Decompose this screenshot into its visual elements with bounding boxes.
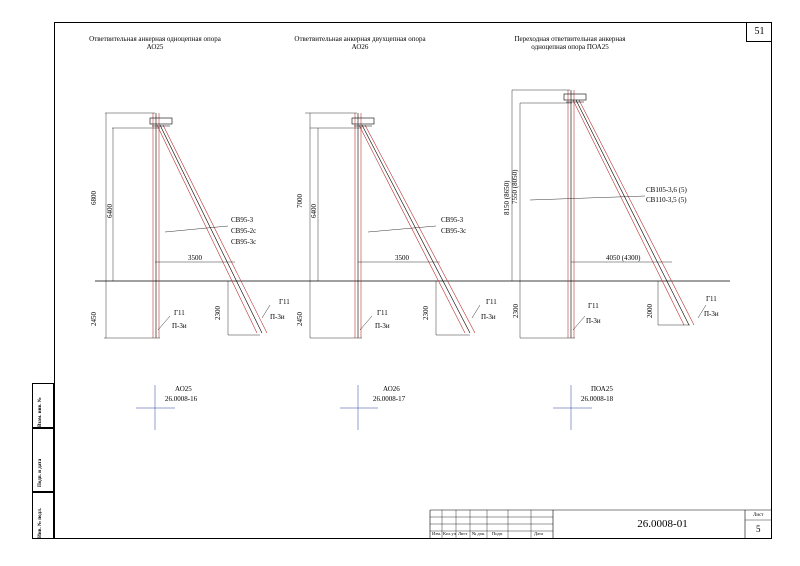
pole-1-code-name: АО25	[175, 385, 192, 393]
title-block-header: Лист	[458, 531, 468, 536]
pole-3-height: 8150 (8650)	[503, 180, 511, 215]
pole-2-sub-height: 6400	[310, 204, 318, 218]
side-stamp-box-3: Инв. № подл.	[32, 492, 54, 539]
drawing-frame	[54, 22, 772, 539]
pole-1-span: 3500	[188, 254, 202, 262]
pole-3-code-name: ПОА25	[591, 385, 613, 393]
side-stamp-box-1: Взам. инв. №	[32, 383, 54, 428]
pole-2-g-left: Г11	[377, 309, 388, 317]
title-block-header: Изм.	[432, 531, 441, 536]
pole-2-depth-left: 2450	[296, 312, 304, 326]
pole-1-sub-height: 6400	[106, 204, 114, 218]
title-block-grid	[429, 509, 772, 539]
pole-3-depth-right: 2000	[646, 304, 654, 318]
title-block-header: Дата	[534, 531, 543, 536]
pole-1-height: 6800	[90, 191, 98, 205]
pole-2-spec-1: СВ95-3	[441, 216, 464, 224]
document-code: 26.0008-01	[637, 518, 688, 530]
code-crosshairs	[136, 385, 592, 430]
side-stamp-box-2: Подп. и дата	[32, 428, 54, 492]
pole-2-spec-2: СВ95-3с	[441, 227, 467, 235]
title-block-header: № док.	[472, 531, 486, 536]
pole-3-p-left: П-3и	[586, 317, 601, 325]
pole-2-depth-right: 2300	[422, 306, 430, 320]
pole-3-span: 4050 (4300)	[606, 254, 641, 262]
pole-1-drawing	[95, 112, 520, 339]
title-block-header: Подп.	[492, 531, 504, 536]
pole-2-title: Ответвительная анкерная двухцепная опора…	[294, 35, 426, 51]
pole-1-depth-right: 2300	[214, 306, 222, 320]
pole-2-span: 3500	[395, 254, 409, 262]
pole-3-code-num: 26.0008-18	[581, 395, 614, 403]
pole-3-g-right: Г11	[706, 295, 717, 303]
pole-1-g-left: Г11	[174, 309, 185, 317]
pole-3-sub-height: 7550 (8050)	[511, 169, 519, 204]
sheet-label: Лист	[753, 513, 764, 518]
pole-3-title: Переходная ответвительная анкерная одноц…	[514, 35, 626, 51]
pole-1-depth-left: 2450	[90, 312, 98, 326]
pole-2-drawing	[305, 112, 481, 339]
pole-1-spec-3: СВ95-3с	[231, 238, 257, 246]
pole-2-p-left: П-3и	[375, 322, 390, 330]
pole-3-g-left: Г11	[588, 302, 599, 310]
pole-3-spec-1: СВ105-3,6 (5)	[646, 186, 687, 194]
pole-2-code-name: АО26	[383, 385, 400, 393]
pole-1-g-right: Г11	[279, 298, 290, 306]
pole-1-spec-1: СВ95-3	[231, 216, 254, 224]
title-block-header: Кол.уч	[443, 531, 456, 536]
pole-3-drawing	[511, 89, 730, 339]
pole-3-spec-2: СВ110-3,5 (5)	[646, 196, 687, 204]
pole-2-p-right: П-3и	[481, 313, 496, 321]
pole-2-g-right: Г11	[486, 298, 497, 306]
pole-1-title: Ответвительная анкерная одноцепная опора…	[89, 35, 221, 51]
pole-3-depth-left: 2300	[512, 304, 520, 318]
sheet-number: 51	[746, 22, 772, 42]
pole-2-code-num: 26.0008-17	[373, 395, 406, 403]
pole-2-height: 7000	[296, 194, 304, 208]
pole-1-spec-2: СВ95-2с	[231, 227, 257, 235]
sheet-value: 5	[756, 524, 761, 534]
pole-1-p-left: П-3и	[172, 322, 187, 330]
pole-1-p-right: П-3и	[270, 313, 285, 321]
pole-1-code-num: 26.0008-16	[165, 395, 198, 403]
pole-3-p-right: П-3и	[704, 310, 719, 318]
